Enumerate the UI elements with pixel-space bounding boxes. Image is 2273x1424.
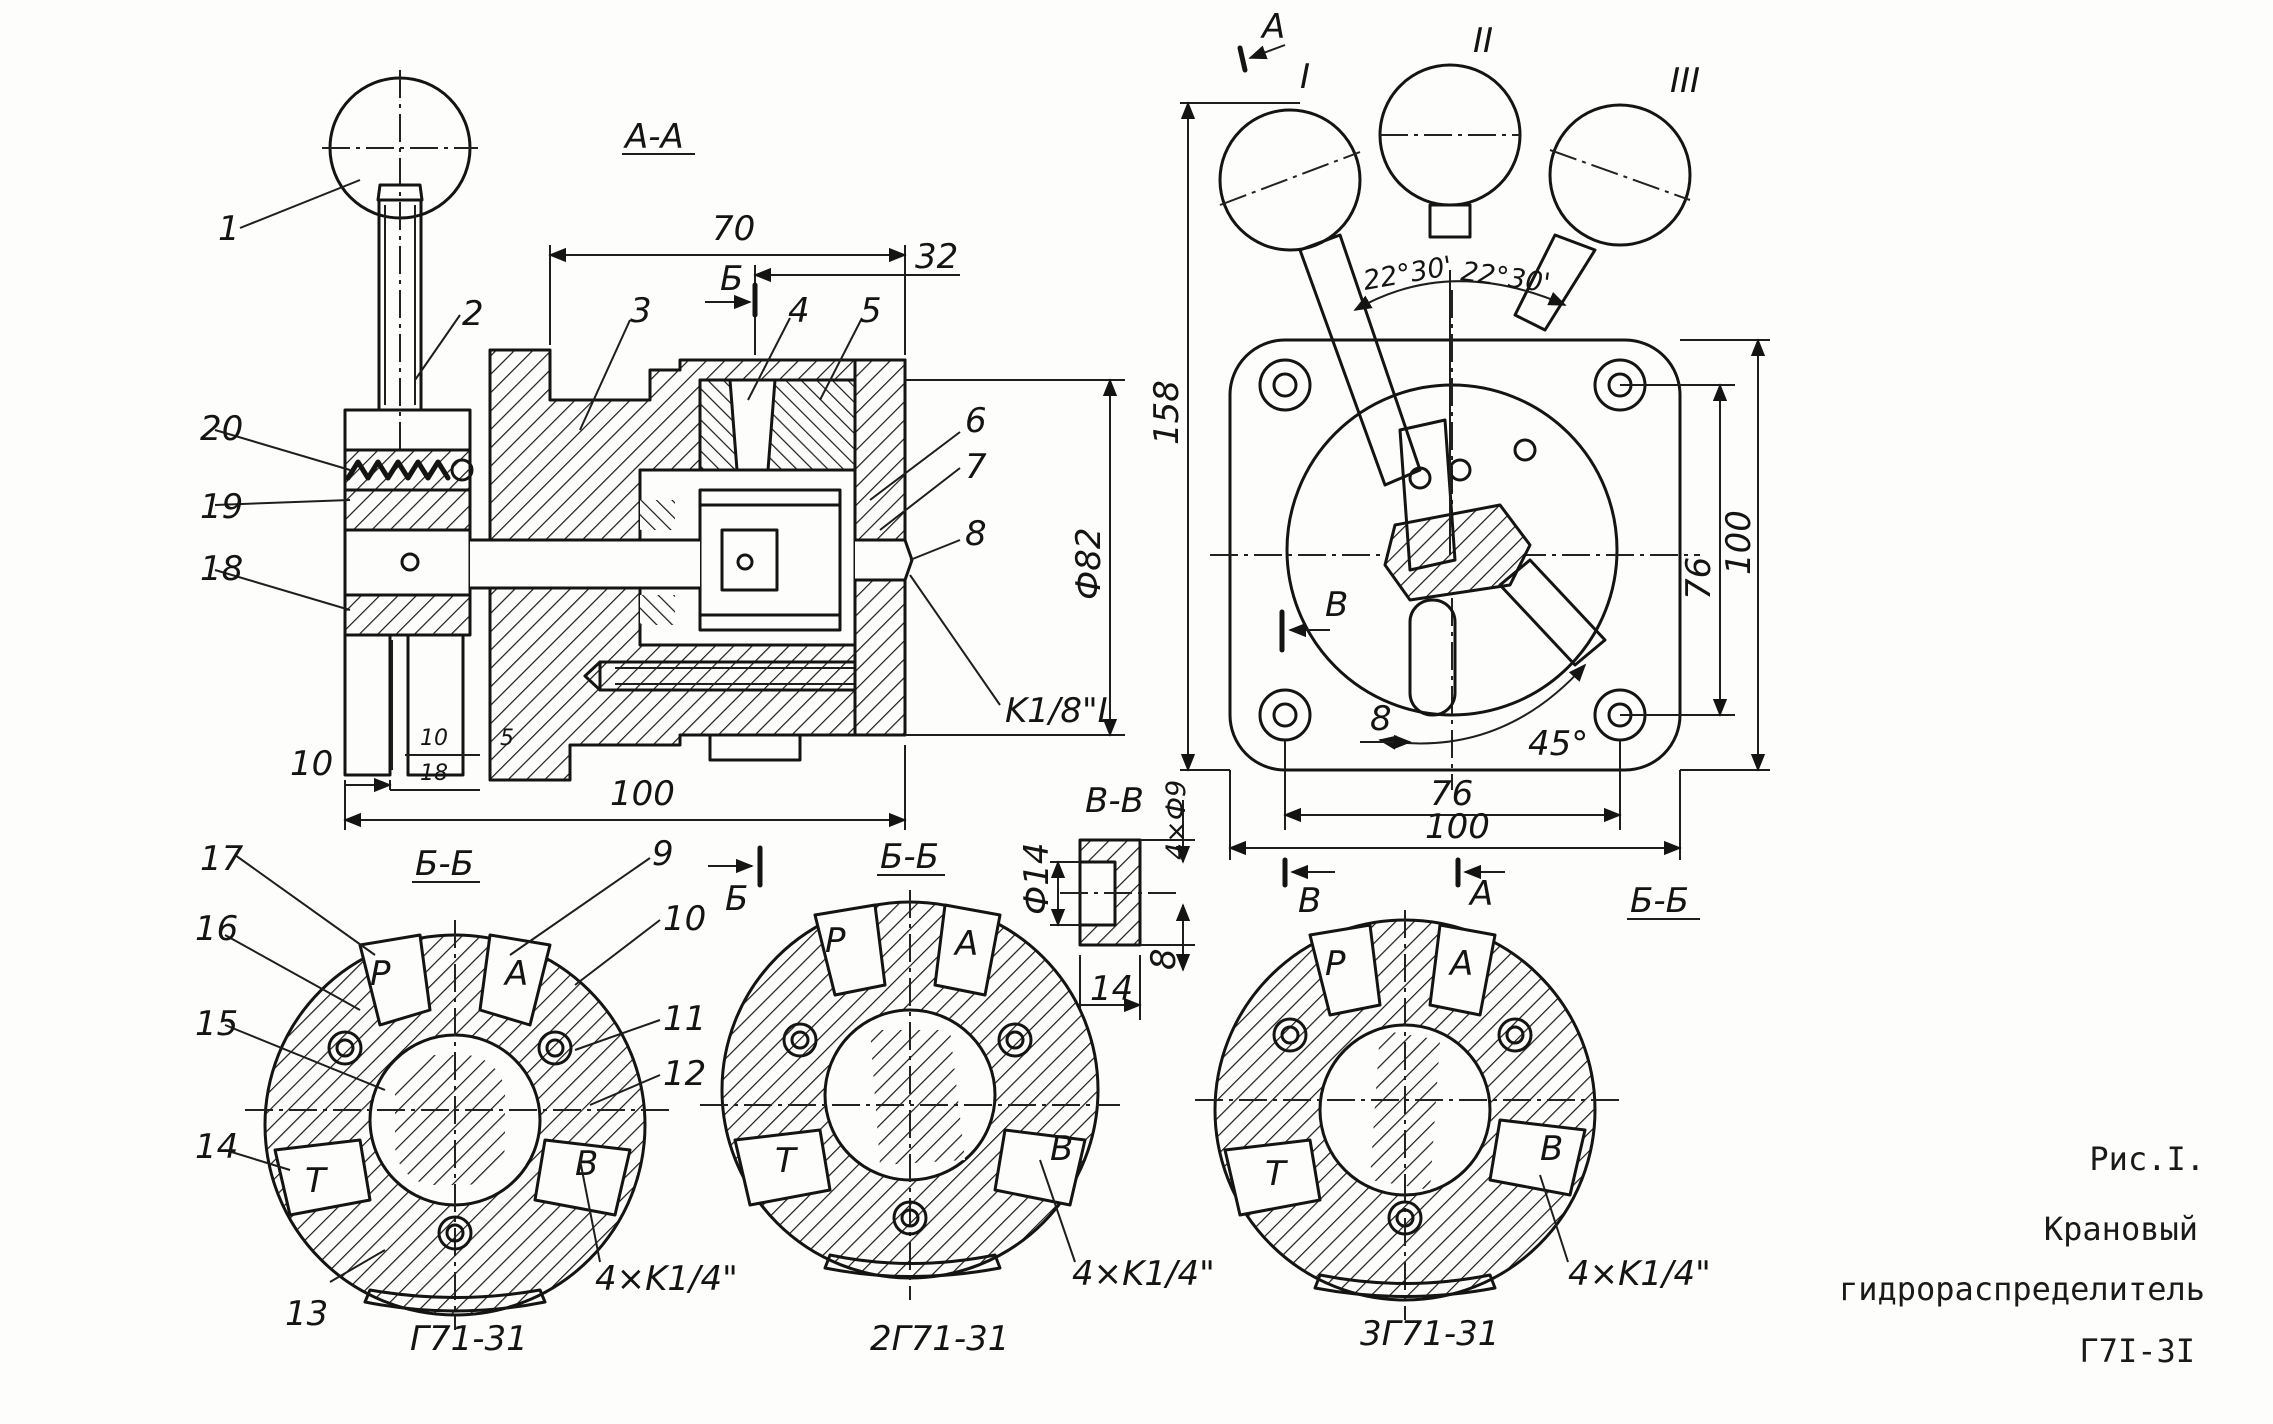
dim-100-plan: 100: [1425, 807, 1490, 847]
position-label-3: III: [1670, 61, 1700, 101]
part-number-19: 19: [200, 487, 243, 527]
part-number-17: 17: [200, 839, 244, 879]
section-bb-1: Б-Б P A T B: [195, 834, 763, 1359]
thread-label-3: 4×K1/4": [1568, 1254, 1711, 1294]
position-label-2: II: [1473, 21, 1493, 61]
part-number-16: 16: [195, 909, 238, 949]
section-vv-view: В-В Ф14 4×Ф9 8 14: [1017, 780, 1195, 1020]
bb2-port-t: T: [775, 1141, 798, 1181]
bb1-port-a: A: [503, 954, 528, 994]
angle-left: 22°30': [1361, 251, 1455, 297]
thread-label-k18: K1/8"L: [1005, 691, 1117, 731]
figure-number: Рис.I.: [2089, 1140, 2205, 1178]
part-number-9: 9: [652, 834, 674, 874]
spring: [345, 459, 451, 481]
bb3-port-a: A: [1448, 944, 1473, 984]
angle-right: 22°30': [1459, 256, 1552, 299]
knob-position-1: [1218, 108, 1362, 252]
section-aa-view: A-A: [200, 70, 1125, 830]
part-number-4: 4: [788, 291, 810, 331]
variant-label-2: 2Г71-31: [870, 1319, 1009, 1359]
variant-label-3: 3Г71-31: [1360, 1314, 1499, 1354]
caption-line-2: гидрораспределитель: [1839, 1270, 2205, 1308]
part-number-3: 3: [630, 291, 652, 331]
part-number-8: 8: [965, 514, 987, 554]
marker-a-top: A: [1260, 7, 1285, 47]
marker-b-top: Б: [720, 259, 743, 299]
variant-label-1: Г71-31: [410, 1319, 528, 1359]
dim-158: 158: [1147, 380, 1187, 445]
part-number-1: 1: [218, 209, 240, 249]
part-number-20: 20: [200, 409, 243, 449]
bb1-port-b: B: [575, 1144, 598, 1184]
dim-d82: Ф82: [1069, 527, 1109, 600]
knob-position-3: [1548, 103, 1692, 247]
bb2-port-b: B: [1050, 1129, 1073, 1169]
bb3-port-b: B: [1540, 1129, 1563, 1169]
dim-d14: Ф14: [1017, 842, 1057, 915]
dim-8-plan: 8: [1370, 699, 1392, 739]
marker-a-right: A: [1468, 874, 1493, 914]
section-vv-title: В-В: [1085, 781, 1144, 821]
dim-4x9: 4×Ф9: [1161, 780, 1192, 860]
part-number-12: 12: [663, 1054, 706, 1094]
part-number-6: 6: [965, 401, 987, 441]
section-bb-3: Б-Б P A T B 4×K1/4" 3Г71-31 В A: [1195, 857, 1711, 1354]
section-bb-2: Б-Б P A T B 4×K1/4" 2Г71-31: [700, 837, 1215, 1359]
figure-caption: Рис.I. Крановый гидрораспределитель Г7I-…: [1839, 1140, 2205, 1370]
dim-100-right: 100: [1719, 510, 1759, 575]
marker-v-bottom: В: [1298, 881, 1321, 921]
bb3-port-t: T: [1265, 1154, 1288, 1194]
lever-arm-left: [1298, 233, 1422, 487]
thread-label-2: 4×K1/4": [1072, 1254, 1215, 1294]
position-label-1: I: [1300, 57, 1310, 97]
part-number-2: 2: [462, 294, 484, 334]
thread-label-1: 4×K1/4": [595, 1259, 738, 1299]
dim-14-vv: 14: [1090, 969, 1133, 1009]
plan-view: I II III A 22°30' 22°30': [1147, 7, 1770, 860]
angle-45: 45°: [1528, 724, 1588, 764]
dim-100-bottom: 100: [610, 774, 675, 814]
section-bb2-title: Б-Б: [880, 837, 939, 877]
bb3-port-p: P: [1325, 944, 1346, 984]
lever-slot-down: [1408, 598, 1457, 717]
dim-18: 18: [420, 761, 448, 786]
marker-v-plan: В: [1325, 585, 1348, 625]
section-bb3-title: Б-Б: [1630, 881, 1689, 921]
bb2-port-a: A: [953, 924, 978, 964]
dim-10-small: 10: [420, 726, 448, 751]
part-number-10: 10: [663, 899, 706, 939]
dim-8-vv: 8: [1144, 948, 1184, 970]
dim-76-right: 76: [1679, 557, 1719, 600]
dim-10: 10: [290, 744, 333, 784]
dim-70: 70: [712, 209, 755, 249]
lever-hub: [343, 528, 472, 597]
section-aa-title: A-A: [623, 117, 684, 157]
caption-line-3: Г7I-3I: [2079, 1332, 2195, 1370]
part-number-5: 5: [860, 291, 882, 331]
part-number-7: 7: [965, 447, 987, 487]
dim-32: 32: [915, 237, 958, 277]
bb1-port-p: P: [370, 954, 391, 994]
caption-line-1: Крановый: [2044, 1210, 2198, 1248]
marker-b-left: Б: [725, 879, 748, 919]
section-bb1-title: Б-Б: [415, 844, 474, 884]
bb1-port-t: T: [305, 1161, 328, 1201]
part-number-14: 14: [195, 1127, 238, 1167]
dim-5: 5: [500, 726, 514, 751]
part-number-13: 13: [285, 1294, 328, 1334]
part-number-15: 15: [195, 1004, 238, 1044]
part-number-11: 11: [663, 999, 706, 1039]
part-number-18: 18: [200, 549, 243, 589]
bb2-port-p: P: [825, 921, 846, 961]
dim-76-bottom: 76: [1430, 774, 1473, 814]
